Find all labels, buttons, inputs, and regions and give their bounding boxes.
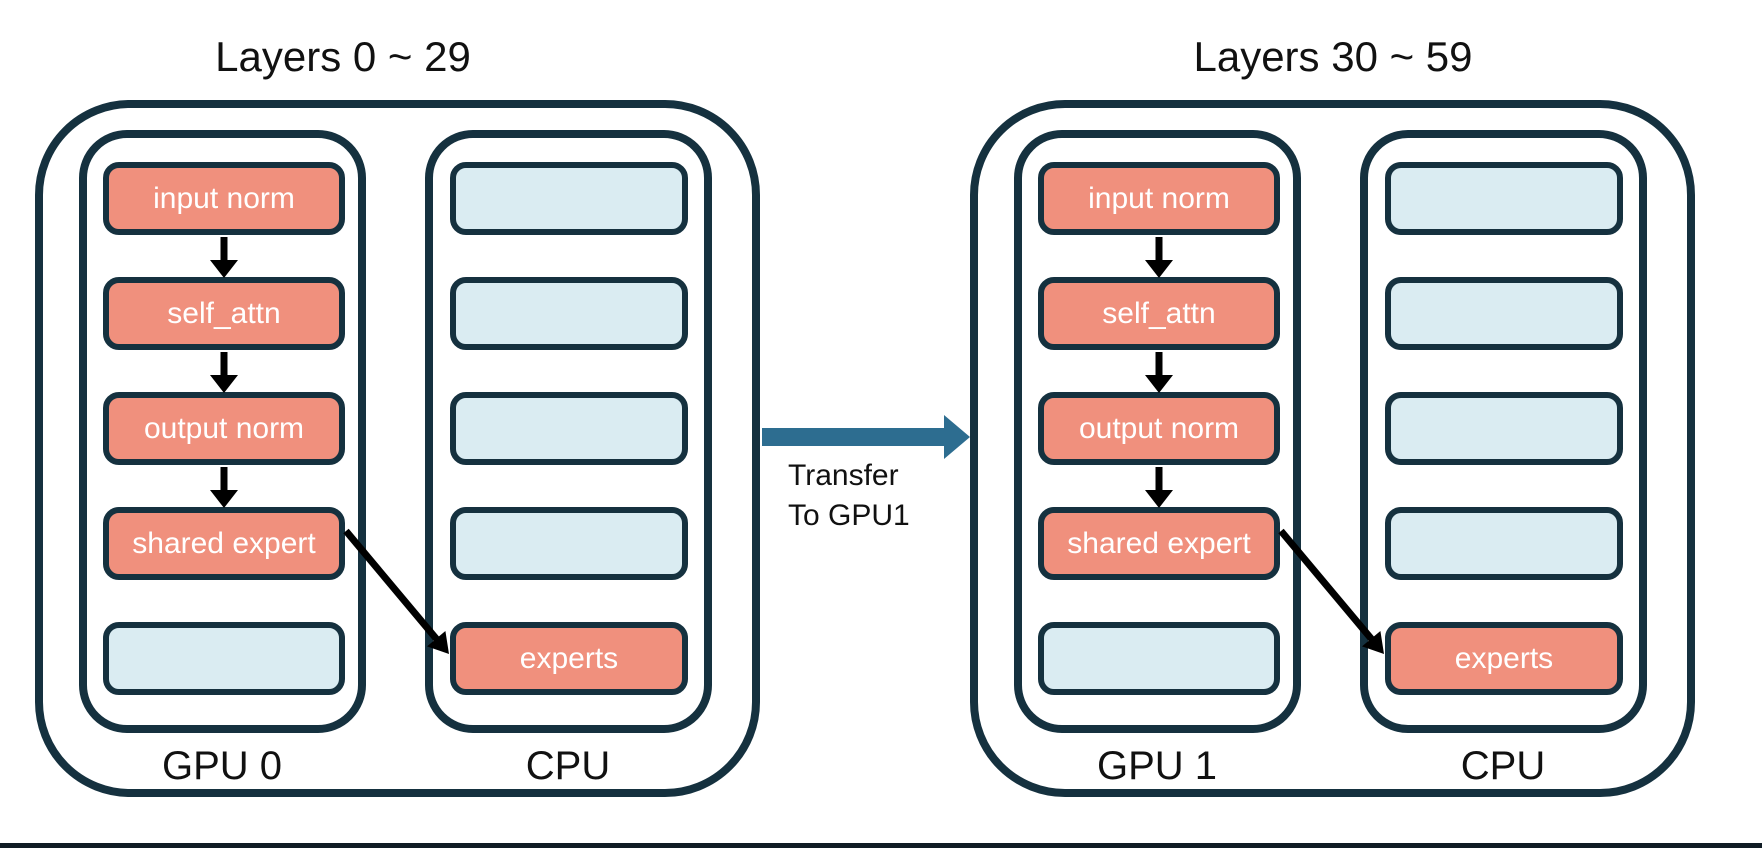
group-layers-30-59: Layers 30 ~ 59 input norm self_attn outp… [970,0,1695,850]
transfer-caption: Transfer To GPU1 [788,456,910,536]
bottom-divider-bar [0,843,1762,848]
box-empty-cpu-left-1 [450,162,688,235]
box-empty-cpu-right-4 [1385,507,1623,580]
box-output-norm-gpu0: output norm [103,392,345,465]
box-output-norm-gpu1: output norm [1038,392,1280,465]
transfer-caption-line2: To GPU1 [788,499,910,532]
cpu-label-left: CPU [525,744,611,788]
gpu0-label: GPU 0 [161,744,283,788]
box-empty-cpu-right-3 [1385,392,1623,465]
box-empty-cpu-left-4 [450,507,688,580]
group-layers-0-29: Layers 0 ~ 29 input norm self_attn outpu… [35,0,760,850]
box-empty-cpu-right-2 [1385,277,1623,350]
transfer-arrow [762,415,970,459]
transfer-caption-line1: Transfer [788,459,899,492]
group-title-left: Layers 0 ~ 29 [215,33,471,80]
box-shared-expert-gpu0: shared expert [103,507,345,580]
box-empty-gpu0 [103,622,345,695]
box-experts-cpu-left: experts [450,622,688,695]
box-empty-cpu-left-3 [450,392,688,465]
cpu-label-right: CPU [1460,744,1546,788]
box-empty-gpu1 [1038,622,1280,695]
box-empty-cpu-left-2 [450,277,688,350]
box-empty-cpu-right-1 [1385,162,1623,235]
group-title-right: Layers 30 ~ 59 [1193,33,1473,80]
gpu1-label: GPU 1 [1096,744,1218,788]
box-input-norm-gpu1: input norm [1038,162,1280,235]
box-shared-expert-gpu1: shared expert [1038,507,1280,580]
box-self-attn-gpu1: self_attn [1038,277,1280,350]
box-input-norm-gpu0: input norm [103,162,345,235]
box-self-attn-gpu0: self_attn [103,277,345,350]
box-experts-cpu-right: experts [1385,622,1623,695]
